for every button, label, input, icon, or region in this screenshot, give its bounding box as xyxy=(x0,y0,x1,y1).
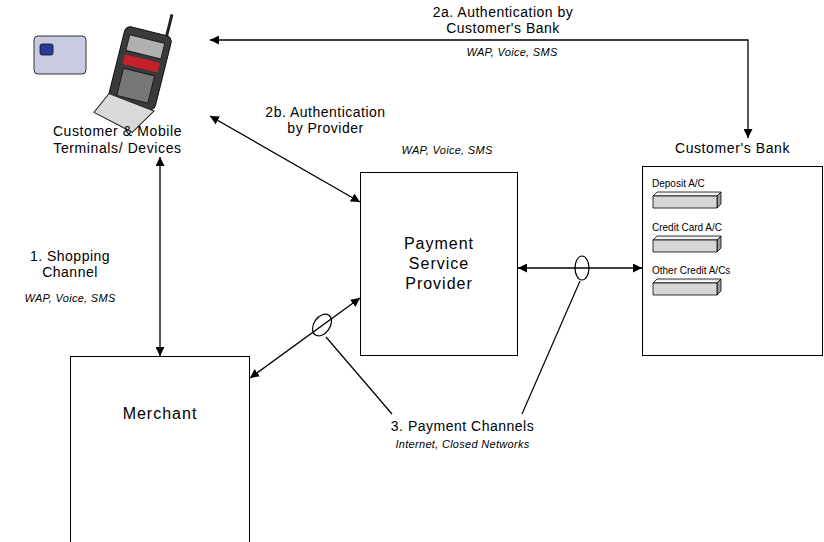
connector-arrow xyxy=(250,298,360,378)
account-bar-shape xyxy=(652,278,722,296)
channel-label: 3. Payment Channels xyxy=(370,418,555,434)
merchant-box: Merchant xyxy=(70,356,250,542)
account-label: Credit Card A/C xyxy=(652,222,784,234)
account-label: Other Credit A/Cs xyxy=(652,265,784,277)
channel-media: WAP, Voice, SMS xyxy=(15,292,125,305)
mobile-phone xyxy=(92,2,178,136)
edge-label: 1. Shopping Channel xyxy=(15,248,125,280)
connector-arrow xyxy=(210,40,748,138)
connector-arrow xyxy=(518,267,642,268)
leader-line xyxy=(522,281,580,414)
account-bar-shape xyxy=(652,191,722,209)
account-bar: Credit Card A/C xyxy=(652,222,784,256)
edge-label: 2b. Authentication by Provider xyxy=(258,104,393,136)
smart-card xyxy=(34,36,86,74)
phone-keypad xyxy=(117,68,155,103)
bank-box: Customer's BankDeposit A/C Credit Card A/… xyxy=(642,138,823,356)
account-bar: Other Credit A/Cs xyxy=(652,265,784,299)
account-label: Deposit A/C xyxy=(652,178,784,190)
account-bar: Deposit A/C xyxy=(652,178,784,212)
provider-box: Payment Service Provider xyxy=(360,172,518,356)
node-label: Payment Service Provider xyxy=(389,234,489,294)
account-bar-shape xyxy=(652,235,722,253)
customer-device: Customer & Mobile Terminals/ Devices xyxy=(25,5,210,157)
node-label: Customer & Mobile Terminals/ Devices xyxy=(43,123,193,157)
channel-media: WAP, Voice, SMS xyxy=(392,144,502,157)
phone-screen xyxy=(126,35,165,59)
card-body xyxy=(34,36,86,74)
card-chip xyxy=(40,44,53,55)
channel-media: WAP, Voice, SMS xyxy=(452,46,572,59)
edge-label: 2a. Authentication by Customer's Bank xyxy=(418,4,588,36)
connector-arrow xyxy=(159,157,160,356)
channel-media: Internet, Closed Networks xyxy=(370,438,555,451)
node-label: Merchant xyxy=(123,405,198,423)
box-heading: Customer's Bank xyxy=(642,138,823,162)
